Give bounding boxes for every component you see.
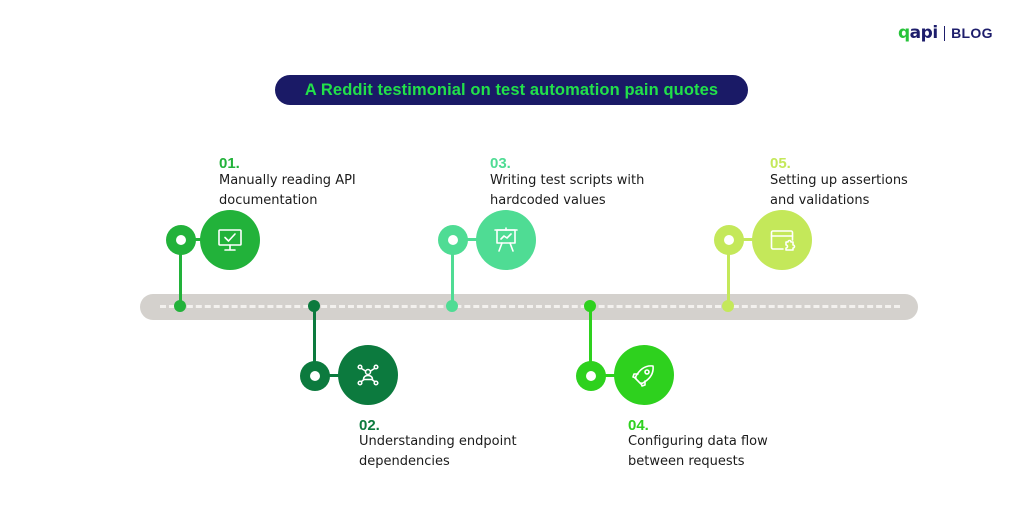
connector-line	[742, 238, 756, 241]
step-number: 01.	[219, 155, 240, 172]
connector-line	[589, 306, 592, 368]
timeline-dashed-line	[160, 305, 900, 308]
step-description: Manually reading API documentation	[219, 173, 356, 208]
node-ring	[576, 361, 606, 391]
step-number: 02.	[359, 417, 380, 434]
step-number: 04.	[628, 417, 649, 434]
page-title: A Reddit testimonial on test automation …	[304, 80, 719, 99]
node-ring	[438, 225, 468, 255]
node-ring	[300, 361, 330, 391]
connector-line	[313, 306, 316, 368]
title-banner: A Reddit testimonial on test automation …	[275, 75, 748, 105]
connector-line	[466, 238, 480, 241]
step-icon-circle	[200, 210, 260, 270]
logo-divider	[943, 25, 946, 41]
monitor-check-icon	[218, 229, 242, 251]
track-dot	[446, 300, 458, 312]
step-number: 05.	[770, 155, 791, 172]
browser-puzzle-icon	[770, 230, 796, 251]
step-description: Configuring data flow between requests	[628, 434, 768, 469]
connector-line	[328, 374, 342, 377]
track-dot	[722, 300, 734, 312]
step-description: Writing test scripts with hardcoded valu…	[490, 173, 645, 208]
qapi-logo-mark: qapi	[898, 22, 938, 43]
step-icon-circle	[614, 345, 674, 405]
connector-line	[451, 252, 454, 306]
rocket-icon	[632, 365, 654, 387]
step-description: Setting up assertions and validations	[770, 173, 908, 208]
node-ring	[714, 225, 744, 255]
presentation-chart-icon	[494, 227, 518, 252]
track-dot	[174, 300, 186, 312]
step-icon-circle	[752, 210, 812, 270]
step-description: Understanding endpoint dependencies	[359, 434, 517, 469]
step-icon-circle	[476, 210, 536, 270]
connector-line	[727, 252, 730, 306]
step-number: 03.	[490, 155, 511, 172]
blog-label: BLOG	[951, 25, 993, 41]
step-icon-circle	[338, 345, 398, 405]
node-ring	[166, 225, 196, 255]
connector-line	[179, 252, 182, 306]
brand-logo[interactable]: qapi BLOG	[898, 22, 993, 44]
connector-line	[604, 374, 618, 377]
network-user-icon	[357, 364, 379, 386]
